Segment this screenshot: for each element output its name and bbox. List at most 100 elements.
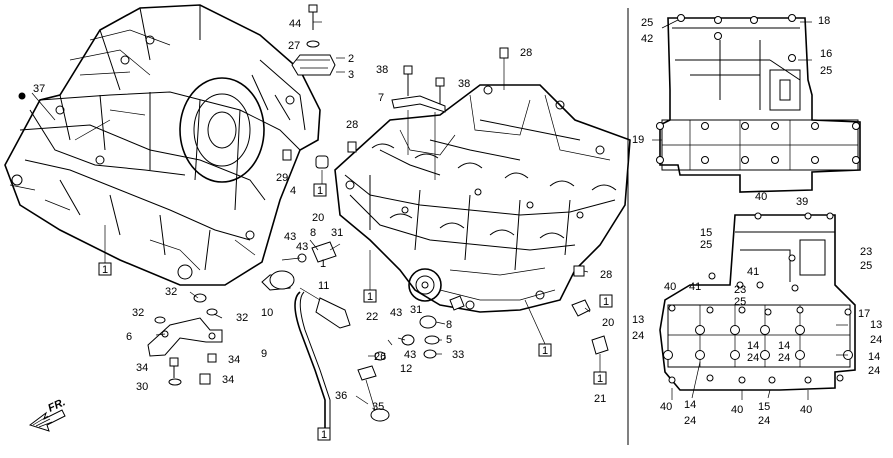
callout: 31 [331, 227, 343, 239]
oil-cap-parts [291, 4, 345, 76]
callout: 26 [374, 351, 386, 363]
callout: 40 [664, 281, 676, 293]
front-arrow-icon [28, 409, 66, 432]
callout: 7 [378, 92, 384, 104]
upper-crankcase [4, 4, 321, 286]
callout: 18 [818, 15, 830, 27]
callout: 17 [858, 308, 870, 320]
ref-box-number: 1 [102, 264, 108, 276]
callout: 15 [758, 401, 770, 413]
callout: 32 [132, 307, 144, 319]
callout: 24 [747, 352, 759, 364]
ref-box-number: 1 [542, 345, 548, 357]
callout: 25 [820, 65, 832, 77]
callout: 28 [520, 47, 532, 59]
callout: 25 [700, 239, 712, 251]
callout: 31 [410, 304, 422, 316]
breather-parts [282, 149, 329, 197]
callout: 33 [452, 349, 464, 361]
callout-labels: 44 27 2 3 28 38 38 7 37 28 29 4 20 43 8 … [33, 15, 882, 427]
callout: 34 [228, 354, 240, 366]
callout: 38 [458, 78, 470, 90]
callout: 20 [312, 212, 324, 224]
drain-parts [571, 265, 609, 385]
callout: 14 [778, 340, 790, 352]
callout: 21 [594, 393, 606, 405]
callout: 24 [684, 415, 696, 427]
ref-box-number: 1 [317, 185, 323, 197]
callout: 8 [446, 319, 452, 331]
callout: 27 [288, 40, 300, 52]
callout: 36 [335, 390, 347, 402]
callout: 34 [136, 362, 148, 374]
callout: 13 [632, 314, 644, 326]
ref-box-number: 1 [321, 429, 327, 441]
callout: 24 [758, 415, 770, 427]
callout: 38 [376, 64, 388, 76]
ref-box-number: 1 [597, 373, 603, 385]
callout: 41 [689, 281, 701, 293]
bracket-parts [147, 293, 223, 386]
callout: 40 [755, 191, 767, 203]
callout: 43 [404, 349, 416, 361]
top-bolts [347, 47, 509, 180]
front-label: FR. [46, 396, 67, 414]
ref-box-number: 1 [603, 296, 609, 308]
callout: 19 [632, 134, 644, 146]
callout: 14 [684, 399, 696, 411]
callout: 14 [747, 340, 759, 352]
callout: 43 [296, 241, 308, 253]
callout: 6 [126, 331, 132, 343]
callout: 13 [870, 319, 882, 331]
callout: 8 [310, 227, 316, 239]
callout: 35 [372, 401, 384, 413]
callout: 16 [820, 48, 832, 60]
callout: 32 [236, 312, 248, 324]
callout: 25 [734, 296, 746, 308]
callout: 29 [276, 172, 288, 184]
upper-bolt-pattern [652, 14, 861, 193]
sensor-parts [261, 241, 465, 441]
callout: 22 [366, 311, 378, 323]
callout: 25 [641, 17, 653, 29]
ref-box-labels: 1 1 1 1 1 1 1 [102, 185, 609, 441]
ref-box-number: 1 [367, 291, 373, 303]
callout: 9 [261, 348, 267, 360]
callout: 39 [796, 196, 808, 208]
callout: 44 [289, 18, 301, 30]
callout: 37 [33, 83, 45, 95]
callout: 24 [870, 334, 882, 346]
callout: 40 [660, 401, 672, 413]
callout: 3 [348, 69, 354, 81]
callout: 42 [641, 33, 653, 45]
callout: 23 [734, 284, 746, 296]
lower-crankcase [334, 84, 631, 313]
callout: 20 [602, 317, 614, 329]
callout: 15 [700, 227, 712, 239]
callout: 12 [400, 363, 412, 375]
callout: 28 [346, 119, 358, 131]
callout: 30 [136, 381, 148, 393]
callout: 40 [800, 404, 812, 416]
callout: 24 [778, 352, 790, 364]
callout: 2 [348, 53, 354, 65]
callout: 43 [390, 307, 402, 319]
callout: 41 [747, 266, 759, 278]
callout: 14 [868, 351, 880, 363]
callout: 40 [731, 404, 743, 416]
callout: 24 [632, 330, 644, 342]
callout: 28 [600, 269, 612, 281]
callout: 1 [320, 258, 326, 270]
callout: 10 [261, 307, 273, 319]
callout: 5 [446, 334, 452, 346]
lower-bolt-pattern [659, 212, 856, 400]
callout: 43 [284, 231, 296, 243]
callout: 34 [222, 374, 234, 386]
callout: 24 [868, 365, 880, 377]
callout: 11 [318, 280, 329, 292]
callout: 4 [290, 185, 296, 197]
callout: 23 [860, 246, 872, 258]
callout: 32 [165, 286, 177, 298]
